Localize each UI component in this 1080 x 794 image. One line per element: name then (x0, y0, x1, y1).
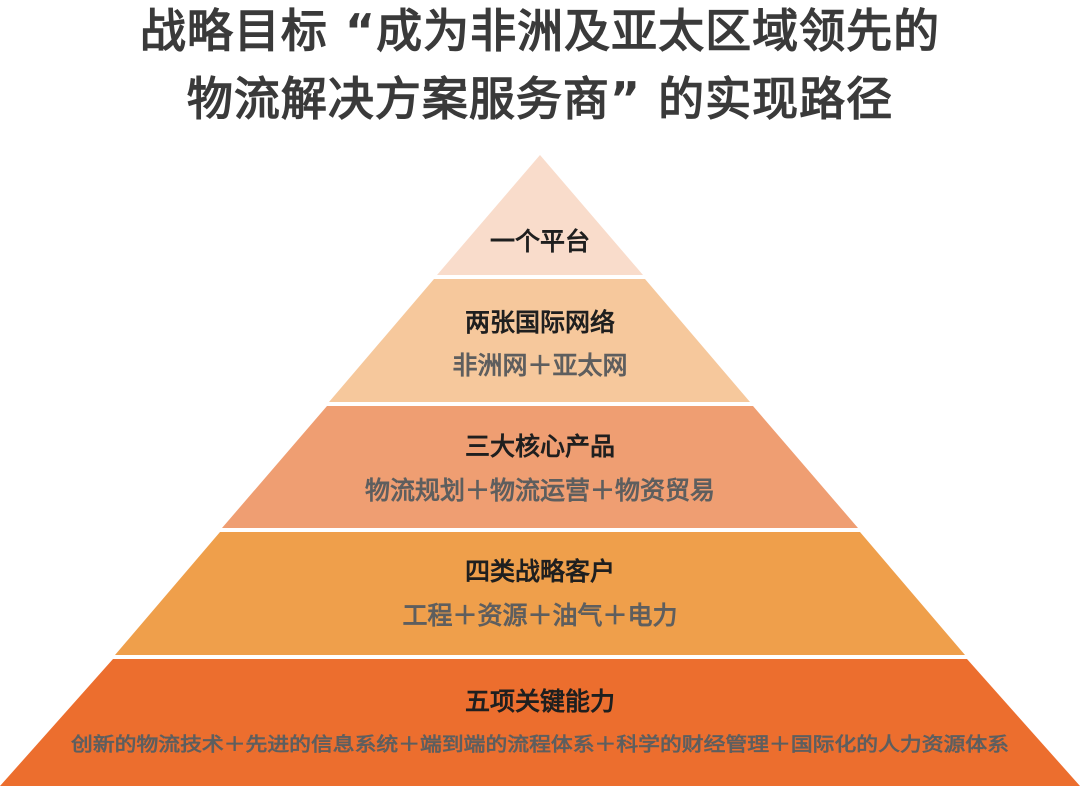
tier-3-shape (222, 406, 858, 528)
tier-2-sublabel: 非洲网＋亚太网 (452, 351, 627, 380)
tier-5-shape (0, 659, 1080, 786)
tier-4-label: 四类战略客户 (465, 557, 615, 586)
tier-5-label: 五项关键能力 (465, 687, 615, 716)
tier-3-sublabel: 物流规划＋物流运营＋物资贸易 (365, 476, 715, 505)
tier-1-label: 一个平台 (490, 227, 590, 256)
tier-5-sublabel: 创新的物流技术＋先进的信息系统＋端到端的流程体系＋科学的财经管理＋国际化的人力资… (70, 733, 1009, 756)
tier-4-shape (115, 532, 965, 655)
tier-2-shape (329, 279, 750, 402)
tier-2-label: 两张国际网络 (465, 308, 615, 337)
tier-4-sublabel: 工程＋资源＋油气＋电力 (402, 601, 677, 630)
title-line-2: 物流解决方案服务商” 的实现路径 (186, 72, 894, 126)
tier-3-label: 三大核心产品 (465, 432, 615, 461)
tier-1-shape (437, 155, 643, 275)
title-line-1: 战略目标 “成为非洲及亚太区域领先的 (139, 4, 941, 58)
